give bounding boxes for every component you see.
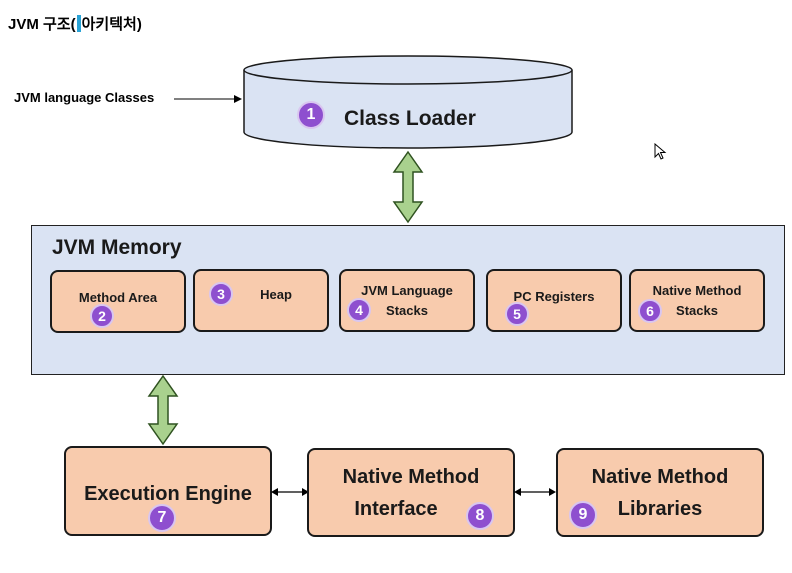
arrow-icon <box>514 488 556 496</box>
title-text: JVM 구조 <box>8 16 71 33</box>
heap-label: Heap <box>260 287 292 302</box>
pc-registers-label: PC Registers <box>513 289 595 304</box>
pc-registers-box: PC Registers <box>486 269 622 332</box>
method-area-box: Method Area <box>50 270 186 333</box>
jvm-memory-title: JVM Memory <box>52 236 182 259</box>
heap-badge: 3 <box>209 282 233 306</box>
native-method-stacks-label-line1: Native Method <box>652 282 742 298</box>
native-libraries-badge: 9 <box>569 501 597 529</box>
double-arrow-icon <box>147 374 179 446</box>
native-method-stacks-label-line2: Stacks <box>676 302 718 318</box>
double-arrow-icon <box>392 150 424 224</box>
pc-registers-badge: 5 <box>505 302 529 326</box>
input-arrow <box>174 95 242 103</box>
mouse-cursor-icon <box>654 143 667 160</box>
method-area-label: Method Area <box>78 290 158 305</box>
jvm-language-stacks-label-line1: JVM Language <box>361 282 453 298</box>
title-text-suffix: 아키텍처) <box>81 16 142 33</box>
method-area-badge: 2 <box>90 304 114 328</box>
native-libraries-label-line2: Libraries <box>617 497 703 520</box>
class-loader-cylinder <box>243 55 573 149</box>
title-paren: ( <box>70 16 76 33</box>
class-loader-badge: 1 <box>297 101 325 129</box>
native-method-stacks-badge: 6 <box>638 299 662 323</box>
native-interface-label-line1: Native Method <box>342 465 480 488</box>
text-cursor <box>76 15 81 32</box>
execution-engine-label: Execution Engine <box>84 483 252 505</box>
native-interface-badge: 8 <box>466 502 494 530</box>
input-classes-label: JVM language Classes <box>14 90 155 105</box>
native-libraries-label-line1: Native Method <box>591 465 729 488</box>
jvm-language-stacks-label-line2: Stacks <box>386 302 428 318</box>
native-method-interface-box: Native Method Interface <box>307 448 515 537</box>
page-title: JVM 구조( 아키텍처) <box>8 13 142 34</box>
native-interface-label-line2: Interface <box>354 497 438 520</box>
class-loader-label: Class Loader <box>344 107 476 130</box>
arrow-icon <box>271 488 309 496</box>
execution-engine-badge: 7 <box>148 504 176 532</box>
jvm-language-stacks-badge: 4 <box>347 298 371 322</box>
